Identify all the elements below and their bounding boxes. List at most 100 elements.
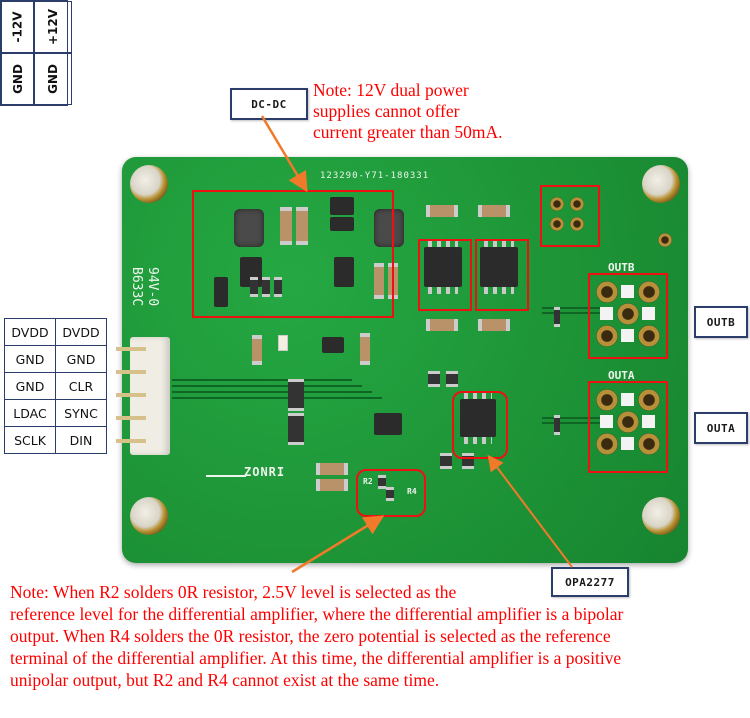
sma-pad xyxy=(596,281,618,303)
opa2277-opamp xyxy=(460,392,496,444)
resistor xyxy=(440,453,452,469)
power-pin-cell: GND xyxy=(33,53,73,105)
pcb-trace xyxy=(172,391,372,393)
soic-ic xyxy=(424,240,462,294)
header-pin xyxy=(116,439,146,443)
pcb-trace xyxy=(542,422,602,424)
pcb-trace xyxy=(172,397,382,399)
board-code: B633C xyxy=(129,267,144,307)
resistor xyxy=(428,371,440,387)
outa-label: OUTA xyxy=(608,369,635,382)
capacitor xyxy=(478,205,510,217)
inductor xyxy=(374,209,404,247)
resistor-array xyxy=(288,379,304,411)
power-header-highlight-box xyxy=(540,185,600,247)
opamp-highlight-box xyxy=(452,391,508,459)
resistor-array xyxy=(288,413,304,445)
test-pad xyxy=(642,415,655,428)
sma-pad xyxy=(596,433,618,455)
capacitor xyxy=(360,333,370,365)
sma-pad xyxy=(617,411,639,433)
ic-chip xyxy=(330,197,354,215)
via-hole xyxy=(658,233,672,247)
capacitor xyxy=(280,207,292,245)
test-pad xyxy=(621,329,634,342)
header-pin xyxy=(116,370,146,374)
pcb-trace xyxy=(172,385,362,387)
reference-level-note: Note: When R2 solders 0R resistor, 2.5V … xyxy=(10,582,624,690)
mounting-standoff xyxy=(642,165,680,203)
opa2277-callout: OPA2277 xyxy=(551,567,629,597)
r4-label: R4 xyxy=(407,487,417,496)
test-pad xyxy=(621,437,634,450)
soic-highlight-box xyxy=(475,239,529,311)
sot-ic xyxy=(334,257,354,287)
sma-pad xyxy=(638,389,660,411)
power-pin-cell: GND xyxy=(1,53,34,105)
header-pin xyxy=(116,393,146,397)
pcb-trace xyxy=(172,379,352,381)
resistor xyxy=(446,371,458,387)
power-pin-cell: -12V xyxy=(1,1,34,53)
resistor xyxy=(554,307,560,327)
capacitor xyxy=(316,463,348,475)
soic-ic xyxy=(480,240,518,294)
capacitor xyxy=(426,205,458,217)
capacitor xyxy=(478,319,510,331)
r2-label: R2 xyxy=(363,477,373,486)
mounting-standoff xyxy=(130,165,168,203)
resistor xyxy=(262,277,270,297)
sma-pad xyxy=(617,303,639,325)
capacitor xyxy=(252,335,262,365)
test-pad xyxy=(621,285,634,298)
test-pad xyxy=(642,307,655,320)
pcb-trace xyxy=(542,417,602,419)
sma-pad xyxy=(638,325,660,347)
pcb-trace xyxy=(542,307,602,309)
dac-ic xyxy=(374,413,402,435)
resistor xyxy=(554,415,560,435)
serial-number: 123290-Y71-180331 xyxy=(320,171,430,181)
power-supply-note: Note: 12V dual power supplies cannot off… xyxy=(313,80,503,142)
sma-pad xyxy=(596,325,618,347)
capacitor xyxy=(426,319,458,331)
header-pin xyxy=(116,347,146,351)
capacitor xyxy=(374,263,384,299)
soic-highlight-box xyxy=(418,239,472,311)
power-pin-table: -12V +12V GND GND xyxy=(0,0,73,106)
resistor xyxy=(250,277,258,297)
led xyxy=(278,335,288,351)
test-pad xyxy=(600,307,613,320)
test-pad xyxy=(600,415,613,428)
ic-chip xyxy=(330,217,354,231)
r2-r4-highlight-box xyxy=(356,469,426,517)
power-pin-cell: +12V xyxy=(33,1,73,53)
capacitor xyxy=(316,479,348,491)
sma-pad xyxy=(638,281,660,303)
resistor xyxy=(274,277,282,297)
power-header-pad xyxy=(570,217,584,231)
power-header-pad xyxy=(550,197,564,211)
outb-highlight-box xyxy=(588,273,668,359)
brand-logo: ZONRI xyxy=(244,465,286,479)
capacitor xyxy=(296,207,308,245)
outa-highlight-box xyxy=(588,381,668,473)
brand-logo-trace xyxy=(206,475,246,477)
sma-pad xyxy=(638,433,660,455)
power-header-pad xyxy=(550,217,564,231)
dcdc-callout: DC-DC xyxy=(230,88,308,120)
rating-mark: 94V-0 xyxy=(145,267,160,307)
test-pad xyxy=(621,393,634,406)
dcdc-highlight-box xyxy=(192,190,394,318)
sot-ic xyxy=(322,337,344,353)
header-pin xyxy=(116,416,146,420)
outb-label: OUTB xyxy=(608,261,635,274)
mounting-standoff xyxy=(642,497,680,535)
sma-pad xyxy=(596,389,618,411)
r4-resistor-pad xyxy=(386,487,394,501)
